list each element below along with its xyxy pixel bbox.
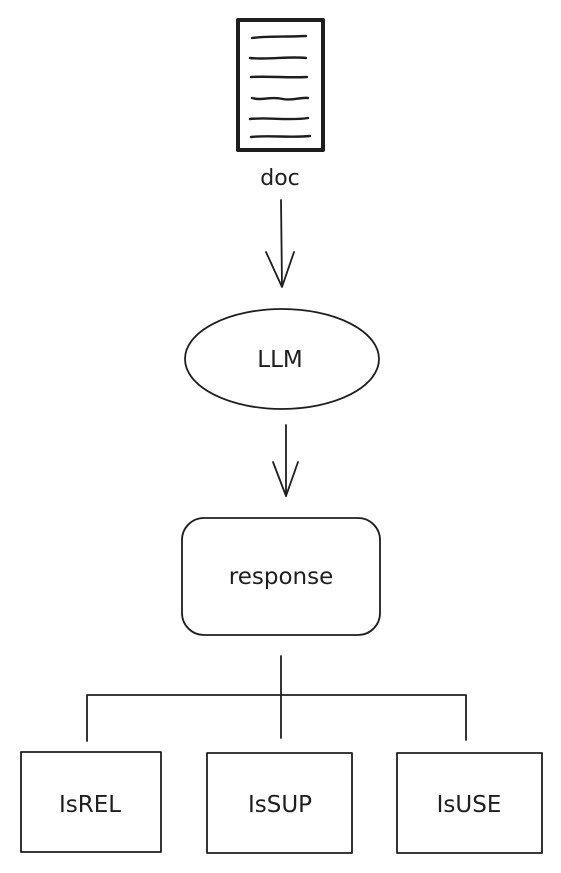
doc-label: doc [260, 166, 300, 191]
llm-label: LLM [257, 347, 302, 373]
arrow-doc-to-llm [265, 199, 295, 288]
output-box-isuse: IsUSE [396, 752, 543, 854]
arrow-llm-to-response [272, 424, 299, 497]
response-label: response [229, 564, 333, 590]
output-label: IsSUP [248, 792, 312, 818]
llm-node: LLM [184, 308, 380, 410]
output-box-issup: IsSUP [206, 752, 353, 854]
response-node: response [181, 517, 381, 636]
output-label: IsREL [59, 792, 121, 818]
output-label: IsUSE [437, 792, 502, 818]
branch-connector [86, 655, 467, 742]
output-box-isrel: IsREL [20, 751, 162, 853]
document-icon [236, 18, 325, 152]
